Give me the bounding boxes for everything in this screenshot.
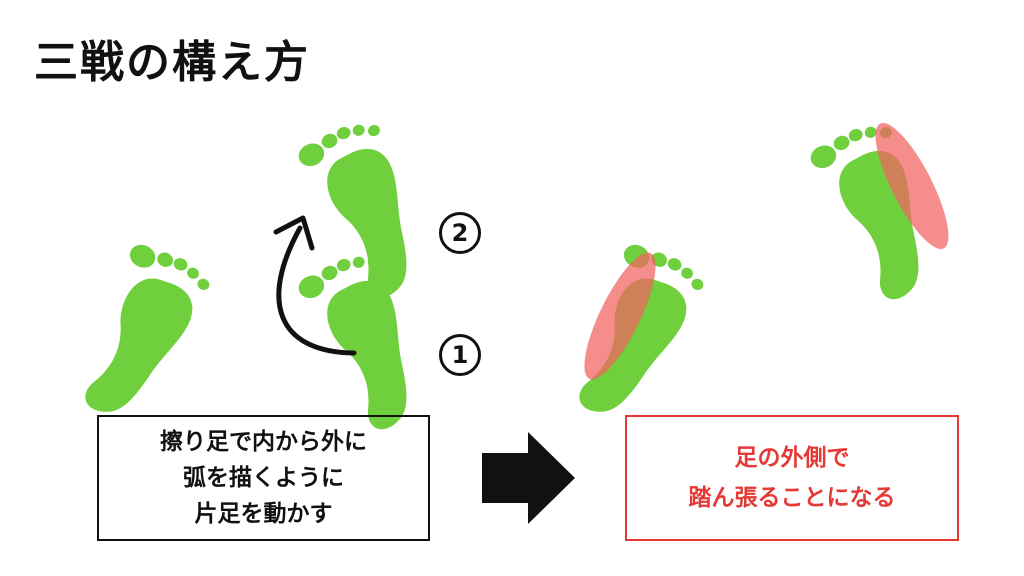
result-arrow-icon [482,432,575,524]
instruction-line-2: 弧を描くように [183,465,344,491]
outer-edge-highlight-left [584,252,656,380]
result-line-2: 踏ん張ることになる [688,485,896,511]
result-line-1: 足の外側で [734,445,850,471]
foot-position-1 [294,246,439,440]
instruction-line-3: 片足を動かす [194,501,333,527]
outer-edge-highlight-right [875,122,949,250]
page-title: 三戦の構え方 [34,37,310,88]
result-box: 足の外側で 踏ん張ることになる [625,415,959,541]
foot-left-standing [65,238,215,432]
instruction-box: 擦り足で内から外に 弧を描くように 片足を動かす [97,415,430,541]
movement-arc-arrow [276,225,357,356]
instruction-line-1: 擦り足で内から外に [160,429,367,455]
step-marker-1: 1 [439,334,481,376]
arrow-head-icon [273,215,315,251]
step-marker-2: 2 [439,212,481,254]
